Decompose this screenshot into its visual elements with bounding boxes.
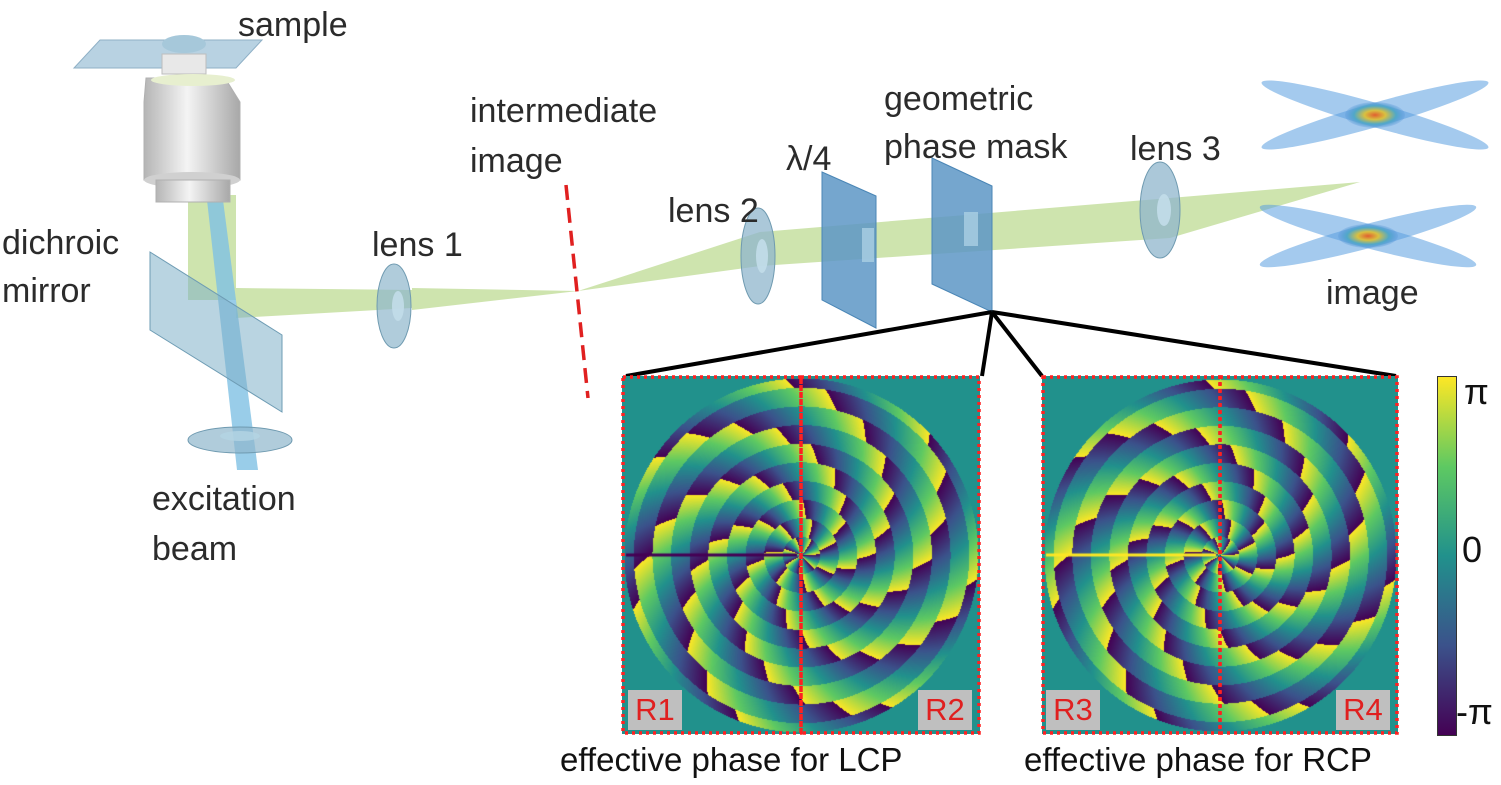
image-spot-top [1261, 80, 1489, 150]
dichroic-mirror [149, 251, 283, 413]
label-intermediate-image-l2: image [470, 142, 563, 180]
label-dichroic-l1: dichroic [2, 224, 120, 262]
phase-colorbar [1437, 376, 1457, 736]
label-sample: sample [238, 6, 348, 44]
geometric-phase-mask [931, 157, 993, 313]
label-geometric-l1: geometric [884, 80, 1034, 118]
region-tag-r1: R1 [628, 690, 682, 730]
caption-lcp: effective phase for LCP [560, 741, 903, 778]
lens-3 [1139, 161, 1181, 259]
label-excitation-l1: excitation [152, 480, 296, 518]
excitation-lens [187, 426, 293, 454]
label-lens-2: lens 2 [668, 192, 759, 230]
region-tag-r4: R4 [1336, 690, 1390, 730]
region-tag-r2: R2 [918, 690, 972, 730]
lens-2 [740, 207, 776, 305]
label-image: image [1326, 274, 1419, 312]
zoom-connectors [625, 310, 1397, 378]
lens-1 [376, 263, 412, 349]
label-lens-3: lens 3 [1130, 130, 1221, 168]
label-qwp: λ/4 [786, 140, 832, 178]
colorbar-max-label: π [1464, 371, 1489, 412]
label-geometric-l2: phase mask [884, 128, 1068, 166]
phase-panel-lcp [622, 376, 980, 734]
quarter-wave-plate [821, 171, 877, 329]
objective-lens [143, 53, 241, 203]
phase-panel-rcp [1042, 376, 1398, 734]
colorbar-min-label: -π [1456, 691, 1493, 732]
caption-rcp: effective phase for RCP [1024, 741, 1372, 778]
label-intermediate-image-l1: intermediate [470, 92, 658, 130]
label-dichroic-l2: mirror [2, 272, 91, 310]
label-lens-1: lens 1 [372, 226, 463, 264]
image-spot-bottom [1259, 204, 1477, 268]
region-tag-r3: R3 [1046, 690, 1100, 730]
colorbar-mid-label: 0 [1462, 529, 1483, 570]
label-excitation-l2: beam [152, 530, 238, 568]
intermediate-image-plane [564, 184, 590, 399]
